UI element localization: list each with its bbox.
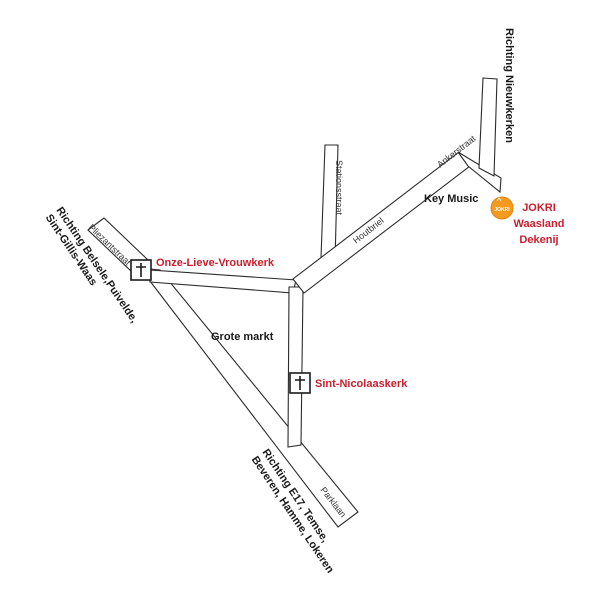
location-pin-icon (490, 196, 514, 220)
road-nieuwkerken (478, 77, 498, 177)
church-sint-nicolaaskerk: Sint-Nicolaaskerk (289, 372, 408, 394)
jokri-logo-text: JOKRI (494, 207, 510, 213)
label-key-music: Key Music (424, 193, 478, 205)
jokri-logo-mark-icon (496, 197, 502, 202)
label-sint-nicolaaskerk: Sint-Nicolaaskerk (315, 378, 408, 390)
label-direction-nieuwkerken: Richting Nieuwkerken (503, 28, 515, 143)
label-jokri-line3: Dekenij (519, 234, 558, 246)
label-jokri-line1: JOKRI (522, 202, 556, 214)
jokri-label: JOKRI Waasland Dekenij (514, 202, 565, 246)
label-grote-markt: Grote markt (211, 331, 274, 343)
label-stationsstraat: Stationsstraat (334, 160, 344, 216)
label-onze-lieve-vrouwkerk: Onze-Lieve-Vrouwkerk (156, 257, 275, 269)
road-network (87, 77, 502, 528)
road-parklaan (138, 267, 359, 528)
cross-glyph-icon (295, 376, 305, 390)
cross-glyph-icon (136, 263, 146, 277)
jokri-marker[interactable]: JOKRI (490, 196, 514, 220)
label-jokri-line2: Waasland (514, 218, 565, 230)
road-central-south (287, 286, 304, 448)
church-onze-lieve-vrouwkerk: Onze-Lieve-Vrouwkerk (130, 257, 275, 281)
